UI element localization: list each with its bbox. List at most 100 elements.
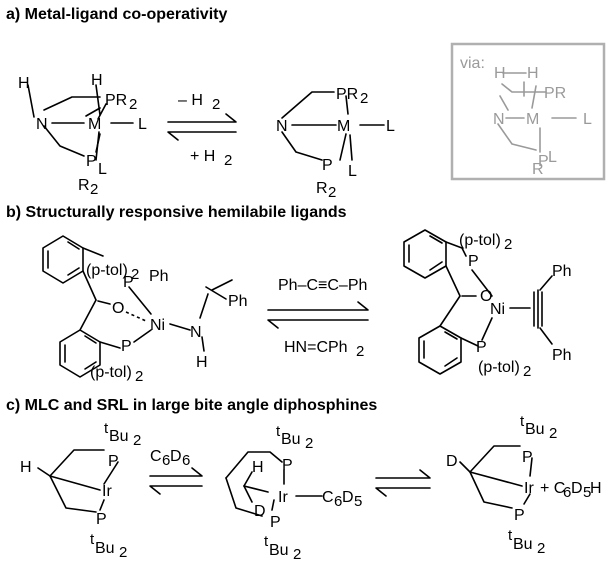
a1-pr-sub: 2 — [129, 96, 137, 113]
a2-r: R — [316, 180, 328, 197]
via-l1: L — [583, 111, 592, 128]
b1-ph1: Ph — [149, 268, 169, 285]
c2-ir: Ir — [278, 489, 288, 506]
c2-c6d5-d: D — [342, 489, 354, 506]
molecule-a1: H N M L H PR 2 P R 2 L — [18, 72, 147, 198]
c1-bu2-sub: 2 — [119, 544, 127, 561]
b2-ni: Ni — [490, 301, 505, 318]
c3-bu2: Bu — [513, 536, 533, 553]
heading-c: c) MLC and SRL in large bite angle dipho… — [6, 397, 377, 414]
b2-ptol1-sub: 2 — [504, 236, 512, 253]
a2-r-sub: 2 — [328, 184, 336, 201]
c2-bu2-sub: 2 — [293, 546, 301, 563]
a1-l1: L — [138, 116, 147, 133]
c2-bu2: Bu — [269, 542, 289, 559]
via-l2: L — [548, 149, 557, 166]
c1-h: H — [20, 459, 32, 476]
a2-pr: PR — [336, 86, 358, 103]
c3-t2: t — [508, 527, 513, 544]
c2-bu1-sub: 2 — [305, 435, 313, 452]
c1-bu1-sub: 2 — [133, 432, 141, 449]
minus-h2-sub: 2 — [212, 96, 220, 113]
c3-6: 6 — [563, 484, 571, 501]
c2-p2: P — [270, 514, 281, 531]
b2-p1: P — [468, 253, 479, 270]
molecule-a2: N M L PR 2 P R 2 L — [276, 86, 395, 201]
c3-t1: t — [520, 413, 525, 430]
b1-ptol1: (p-tol) — [86, 262, 128, 279]
c3-p2: P — [514, 507, 525, 524]
c1-ir: Ir — [102, 483, 112, 500]
b1-ni: Ni — [150, 317, 165, 334]
plus-h2-sub: 2 — [224, 152, 232, 169]
c6d6-d: D — [170, 448, 182, 465]
c1-t2: t — [90, 531, 95, 548]
c6d6-6b: 6 — [182, 452, 190, 469]
b2-ptol2-sub: 2 — [523, 363, 531, 380]
molecule-b1: O P (p-tol) 2 P (p-tol) 2 Ni N H Ph Ph — [42, 235, 248, 385]
c2-c6d5-6: 6 — [334, 493, 342, 510]
c3-plus-c: + C — [540, 480, 565, 497]
a1-n: N — [36, 116, 48, 133]
b2-ph1: Ph — [552, 263, 572, 280]
a1-l2: L — [98, 161, 107, 178]
equilibrium-arrow-a: – H 2 + H 2 — [167, 92, 237, 169]
equilibrium-arrow-c2 — [375, 469, 431, 497]
c2-bu1: Bu — [281, 431, 301, 448]
a1-pr: PR — [105, 92, 127, 109]
equilibrium-arrow-b: Ph–C≡C–Ph HN=CPh 2 — [267, 277, 369, 360]
b1-o: O — [112, 300, 124, 317]
c2-p1: P — [282, 457, 293, 474]
a1-m: M — [88, 116, 101, 133]
b1-ph2: Ph — [228, 293, 248, 310]
c2-c6d5-c: C — [322, 489, 334, 506]
a1-h: H — [18, 75, 30, 92]
c3-bu2-sub: 2 — [537, 540, 545, 557]
c3-d2: D — [571, 480, 583, 497]
a2-l2: L — [348, 163, 357, 180]
b1-ptol1-sub: 2 — [131, 266, 139, 283]
c2-d: D — [254, 503, 266, 520]
c3-bu1: Bu — [525, 421, 545, 438]
a2-n: N — [276, 118, 288, 135]
c3-p1: P — [522, 449, 533, 466]
c2-h: H — [252, 459, 264, 476]
via-h2: H — [527, 65, 539, 82]
c6d6-6a: 6 — [162, 452, 170, 469]
a2-l1: L — [386, 118, 395, 135]
a2-p: P — [322, 157, 333, 174]
b2-ptol2: (p-tol) — [478, 359, 520, 376]
a1-r-sub: 2 — [90, 181, 98, 198]
c1-p2: P — [96, 511, 107, 528]
imine-label: HN=CPh — [284, 339, 348, 356]
c2-c6d5-5: 5 — [354, 493, 362, 510]
c1-p1: P — [108, 453, 119, 470]
b1-p1: P — [123, 274, 134, 291]
via-label: via: — [460, 55, 485, 72]
c3-h: H — [590, 480, 602, 497]
b2-ptol1: (p-tol) — [459, 232, 501, 249]
b2-o: O — [480, 288, 492, 305]
alkyne-label: Ph–C≡C–Ph — [278, 277, 367, 294]
a2-m: M — [337, 118, 350, 135]
minus-h2-label: – H — [178, 92, 203, 109]
molecule-c2: H D P t Bu 2 Ir P t Bu 2 C 6 D 5 — [225, 423, 362, 563]
c3-5: 5 — [583, 484, 591, 501]
c3-ir: Ir — [524, 480, 534, 497]
b1-h: H — [196, 354, 208, 371]
b1-ptol2-sub: 2 — [135, 368, 143, 385]
a2-pr-sub: 2 — [360, 90, 368, 107]
b2-ph2: Ph — [552, 347, 572, 364]
via-box: via: H H N M L PR P R L — [450, 42, 606, 181]
b1-ptol2: (p-tol) — [90, 364, 132, 381]
c1-t1: t — [104, 420, 109, 437]
via-pr: PR — [544, 85, 566, 102]
via-n: N — [493, 111, 505, 128]
equilibrium-arrow-c1: C 6 D 6 — [149, 448, 203, 495]
c1-bu2: Bu — [95, 540, 115, 557]
via-p: P — [538, 153, 549, 170]
c1-bu1: Bu — [109, 428, 129, 445]
via-r: R — [532, 161, 544, 178]
c2-t2: t — [264, 533, 269, 550]
